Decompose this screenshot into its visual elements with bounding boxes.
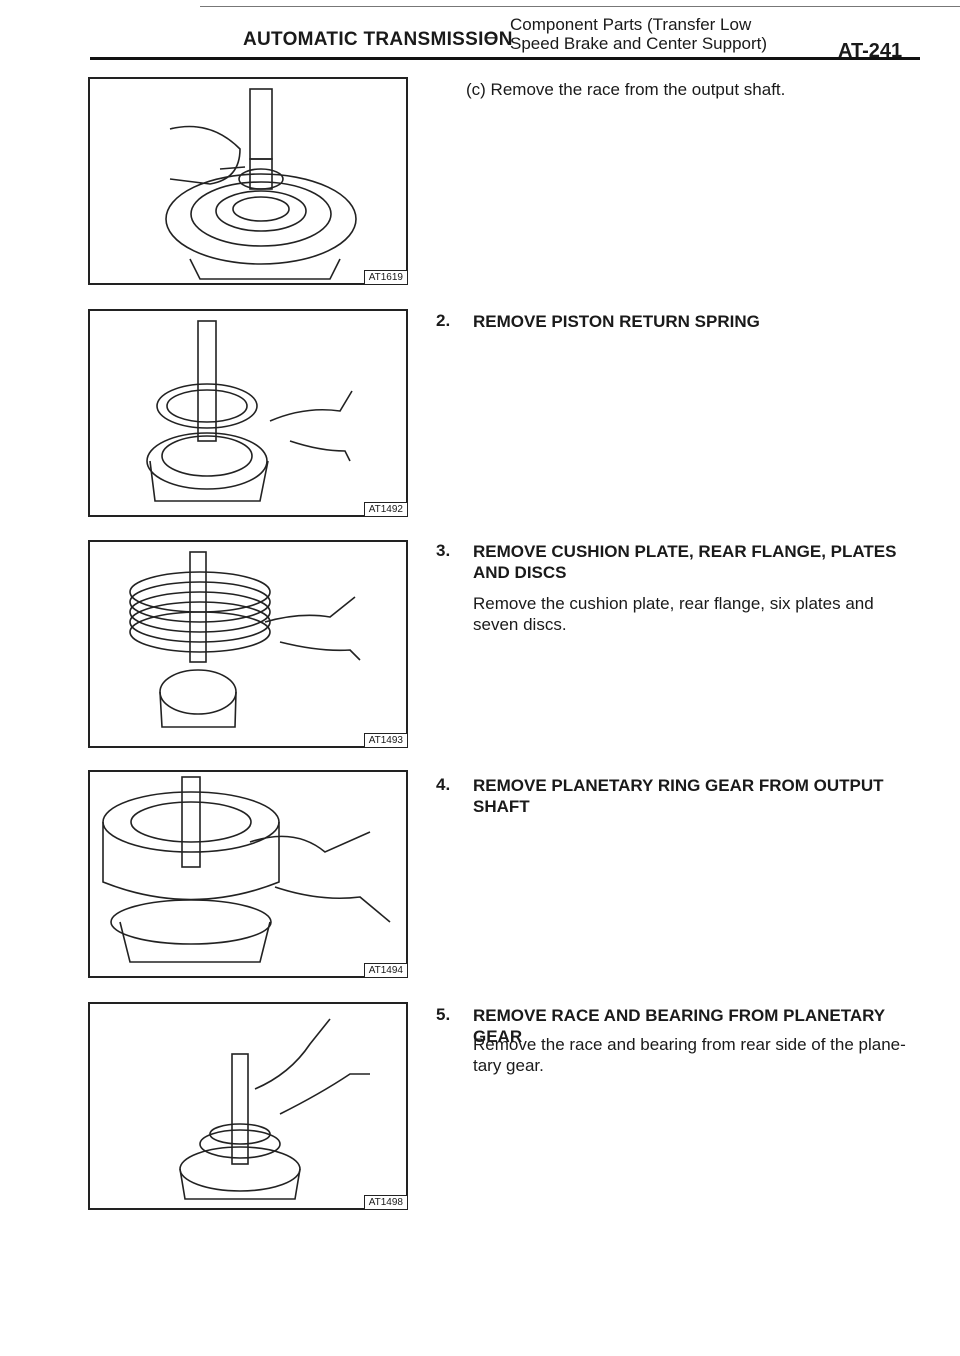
section-title: AUTOMATIC TRANSMISSION	[243, 29, 513, 50]
figure-plates-discs: AT1493	[88, 540, 408, 748]
step-4: 4. REMOVE PLANETARY RING GEAR FROM OUTPU…	[436, 775, 916, 816]
step-2: 2. REMOVE PISTON RETURN SPRING	[436, 311, 916, 341]
step-title: REMOVE RACE AND BEARING FROM PLANETARY G…	[473, 1006, 885, 1046]
illustration-planetary-ring-gear	[102, 776, 391, 963]
illustration-return-spring	[146, 320, 353, 502]
header-dash: –	[485, 27, 496, 48]
figure-race-bearing: AT1498	[88, 1002, 408, 1210]
step-title: REMOVE CUSHION PLATE, REAR FLANGE, PLATE…	[473, 542, 897, 582]
page-number: AT-241	[838, 40, 903, 62]
step-number: 3.	[436, 541, 451, 560]
step-number: 2.	[436, 311, 451, 330]
step-body: Remove the race and bearing from rear si…	[473, 1035, 906, 1075]
figure-code: AT1619	[363, 270, 408, 285]
top-rule	[200, 6, 960, 7]
step-title: REMOVE PLANETARY RING GEAR FROM OUTPUT S…	[473, 776, 884, 816]
section-subtitle-line1: Component Parts (Transfer Low	[510, 15, 752, 34]
figure-code: AT1494	[363, 963, 408, 978]
illustration-output-shaft-race	[165, 88, 357, 280]
illustration-race-bearing	[179, 1018, 370, 1200]
figure-code: AT1492	[363, 502, 408, 517]
step-number: 4.	[436, 775, 451, 794]
step-1c-text: (c) Remove the race from the output shaf…	[466, 80, 786, 99]
illustration-plates-discs	[129, 551, 361, 728]
step-number: 5.	[436, 1005, 451, 1024]
step-5: 5. REMOVE RACE AND BEARING FROM PLANETAR…	[436, 1005, 916, 1085]
figure-code: AT1493	[363, 733, 408, 748]
step-title: REMOVE PISTON RETURN SPRING	[473, 312, 760, 331]
section-subtitle-line2: Speed Brake and Center Support)	[510, 34, 768, 53]
figure-ring-gear: AT1494	[88, 770, 408, 978]
step-3: 3. REMOVE CUSHION PLATE, REAR FLANGE, PL…	[436, 541, 916, 651]
step-body: Remove the cushion plate, rear flange, s…	[473, 594, 874, 634]
header-rule	[90, 57, 920, 60]
figure-remove-race: AT1619	[88, 77, 408, 285]
figure-code: AT1498	[363, 1195, 408, 1210]
figure-piston-return-spring: AT1492	[88, 309, 408, 517]
